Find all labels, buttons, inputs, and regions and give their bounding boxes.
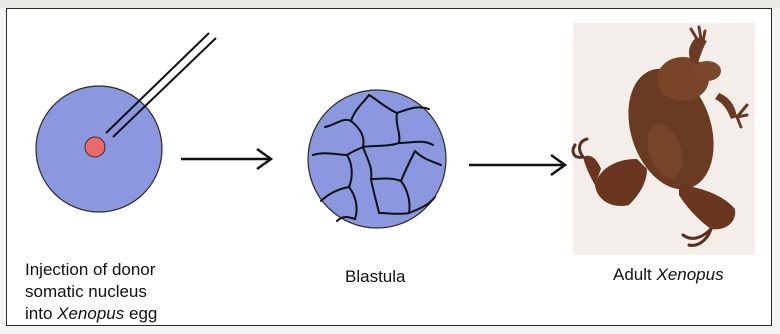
blastula [308,90,446,228]
label-adult-species: Xenopus [656,265,723,284]
label-adult-prefix: Adult [613,265,656,284]
arrow-blastula-to-adult [469,155,565,175]
label-egg-injection: Injection of donor somatic nucleus into … [25,259,225,325]
label-egg-species: Xenopus [57,304,124,323]
label-adult: Adult Xenopus [613,264,724,286]
label-egg-end: egg [124,304,157,323]
label-egg-line3: into [25,304,57,323]
adult-frog-photo [573,23,755,255]
label-blastula: Blastula [345,266,405,288]
label-egg-line2: somatic nucleus [25,282,147,301]
arrow-egg-to-blastula [181,149,271,169]
donor-nucleus [85,137,105,157]
figure-panel: Injection of donor somatic nucleus into … [6,8,772,326]
label-egg-line1: Injection of donor [25,260,155,279]
